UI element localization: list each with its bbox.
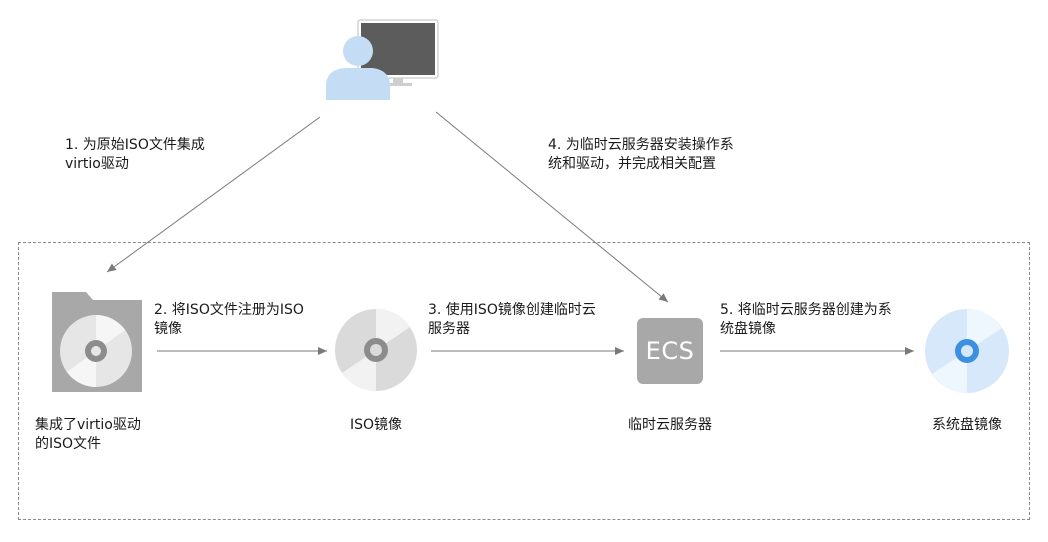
step-5-label: 5. 将临时云服务器创建为系 统盘镜像 [720,302,892,337]
temp-server-label: 临时云服务器 [628,417,712,433]
step-1-label: 1. 为原始ISO文件集成 virtio驱动 [65,137,205,172]
step-3-label: 3. 使用ISO镜像创建临时云 服务器 [428,302,596,337]
process-boundary [18,242,1030,520]
ecs-server-icon: ECS [637,318,703,384]
step-4-label: 4. 为临时云服务器安装操作系 统和驱动，并完成相关配置 [548,137,734,172]
ecs-badge-label: ECS [645,337,695,365]
iso-file-label: 集成了virtio驱动 的ISO文件 [35,417,141,452]
arrow-step-4 [435,111,669,303]
arrow-step-1 [106,116,321,273]
step-2-label: 2. 将ISO文件注册为ISO 镜像 [154,302,304,337]
folder-disc-icon [52,292,142,392]
system-disk-image-label: 系统盘镜像 [932,417,1002,433]
disc-icon [335,308,417,392]
user-at-computer-icon [326,19,439,100]
blue-disc-icon [925,309,1009,393]
iso-image-label: ISO镜像 [349,417,403,433]
